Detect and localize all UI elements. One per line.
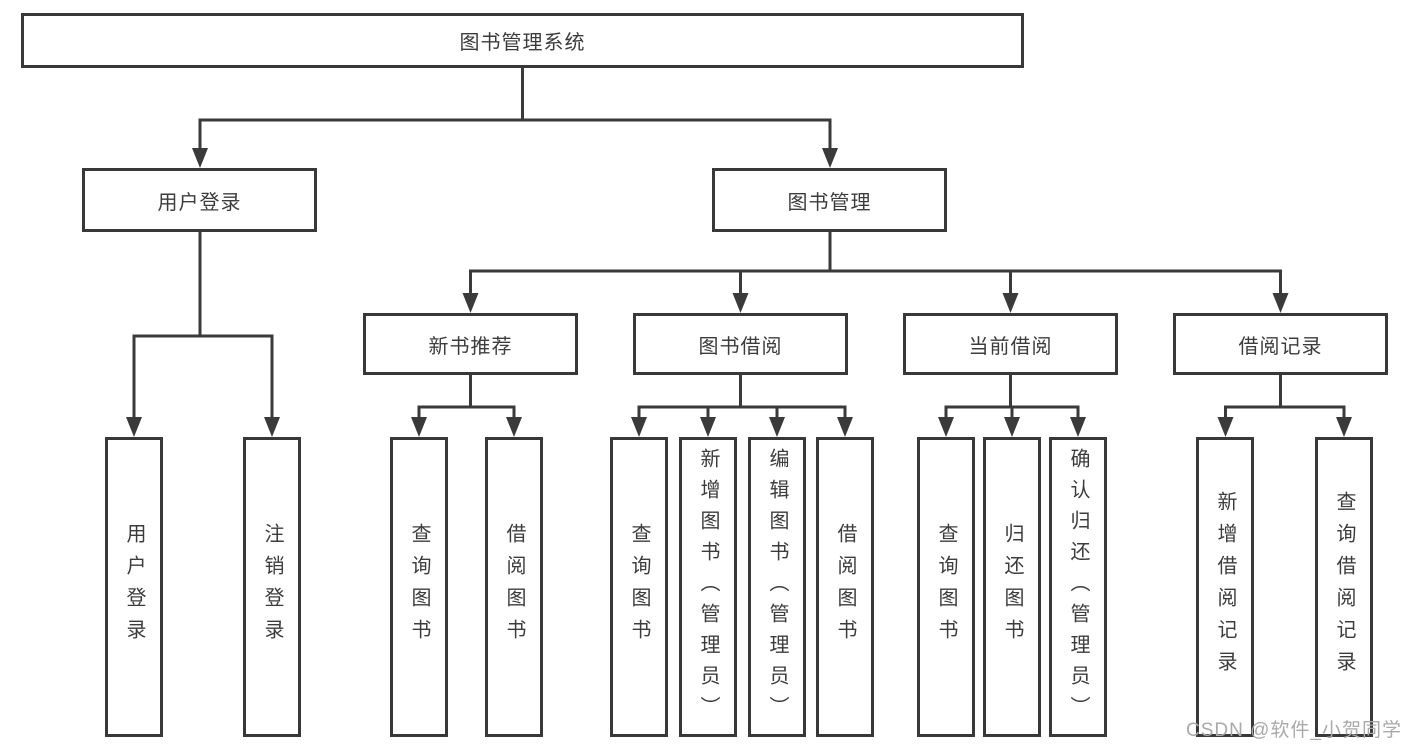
leaf-borrowing-edit-books: 编辑图书（管理员）: [748, 437, 806, 737]
leaf-recommend-query-books: 查询图书: [390, 437, 448, 737]
node-current-borrowing: 当前借阅: [903, 313, 1118, 375]
leaf-current-return-books: 归还图书: [983, 437, 1041, 737]
leaf-records-add-record: 新增借阅记录: [1196, 437, 1254, 737]
node-root: 图书管理系统: [21, 13, 1024, 68]
leaf-user-login: 用户登录: [105, 437, 163, 737]
leaf-borrowing-borrow-books: 借阅图书: [816, 437, 874, 737]
node-new-book-recommend: 新书推荐: [363, 313, 578, 375]
leaf-current-query-books: 查询图书: [917, 437, 975, 737]
leaf-borrowing-add-books: 新增图书（管理员）: [679, 437, 737, 737]
node-book-management: 图书管理: [712, 168, 947, 232]
node-book-borrowing: 图书借阅: [633, 313, 848, 375]
node-user-login: 用户登录: [82, 168, 317, 232]
leaf-current-confirm-return: 确认归还（管理员）: [1049, 437, 1107, 737]
leaf-borrowing-query-books: 查询图书: [610, 437, 668, 737]
leaf-logout: 注销登录: [243, 437, 301, 737]
watermark: CSDN @软件_小贺同学: [1186, 720, 1402, 741]
node-borrowing-records: 借阅记录: [1173, 313, 1388, 375]
leaf-recommend-borrow-books: 借阅图书: [485, 437, 543, 737]
leaf-records-query-record: 查询借阅记录: [1315, 437, 1373, 737]
